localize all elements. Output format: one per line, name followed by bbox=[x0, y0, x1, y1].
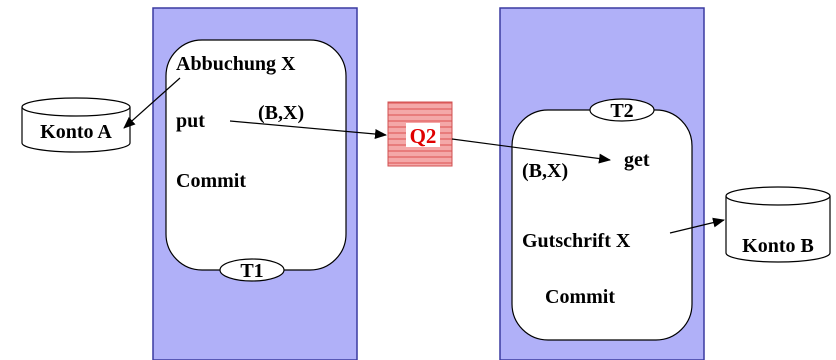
put-to-queue-arrow bbox=[229, 120, 387, 139]
database-icon bbox=[725, 196, 831, 263]
tag-icon bbox=[219, 258, 285, 282]
left-message-label: (B,X) bbox=[258, 102, 304, 124]
right-commit-step: Commit bbox=[545, 286, 615, 308]
queue-q2: Q2 bbox=[387, 101, 453, 167]
database-top bbox=[21, 97, 131, 117]
right-message-label: (B,X) bbox=[522, 160, 568, 182]
get-step: get bbox=[624, 149, 650, 171]
konto-b-database: Konto B bbox=[725, 186, 831, 263]
konto-a-database: Konto A bbox=[21, 97, 131, 153]
queue-label: Q2 bbox=[410, 124, 437, 148]
t2-tag: T2 bbox=[589, 98, 655, 122]
queue-to-get-arrow bbox=[451, 138, 611, 164]
konto-b-label: Konto B bbox=[742, 235, 814, 257]
tag-icon bbox=[589, 98, 655, 122]
left-commit-step: Commit bbox=[176, 170, 246, 192]
t2-tag-label: T2 bbox=[610, 100, 633, 122]
credit-to-konto-b-arrow bbox=[669, 217, 725, 234]
konto-a-label: Konto A bbox=[40, 121, 112, 143]
put-step: put bbox=[176, 110, 205, 132]
database-icon bbox=[21, 107, 131, 153]
queue-label-box bbox=[406, 123, 440, 147]
database-top bbox=[725, 186, 831, 206]
t1-tag-label: T1 bbox=[240, 260, 263, 282]
t1-tag: T1 bbox=[219, 258, 285, 282]
debit-to-konto-a-arrow bbox=[123, 77, 181, 129]
credit-step: Gutschrift X bbox=[522, 230, 631, 252]
debit-step: Abbuchung X bbox=[176, 53, 296, 75]
